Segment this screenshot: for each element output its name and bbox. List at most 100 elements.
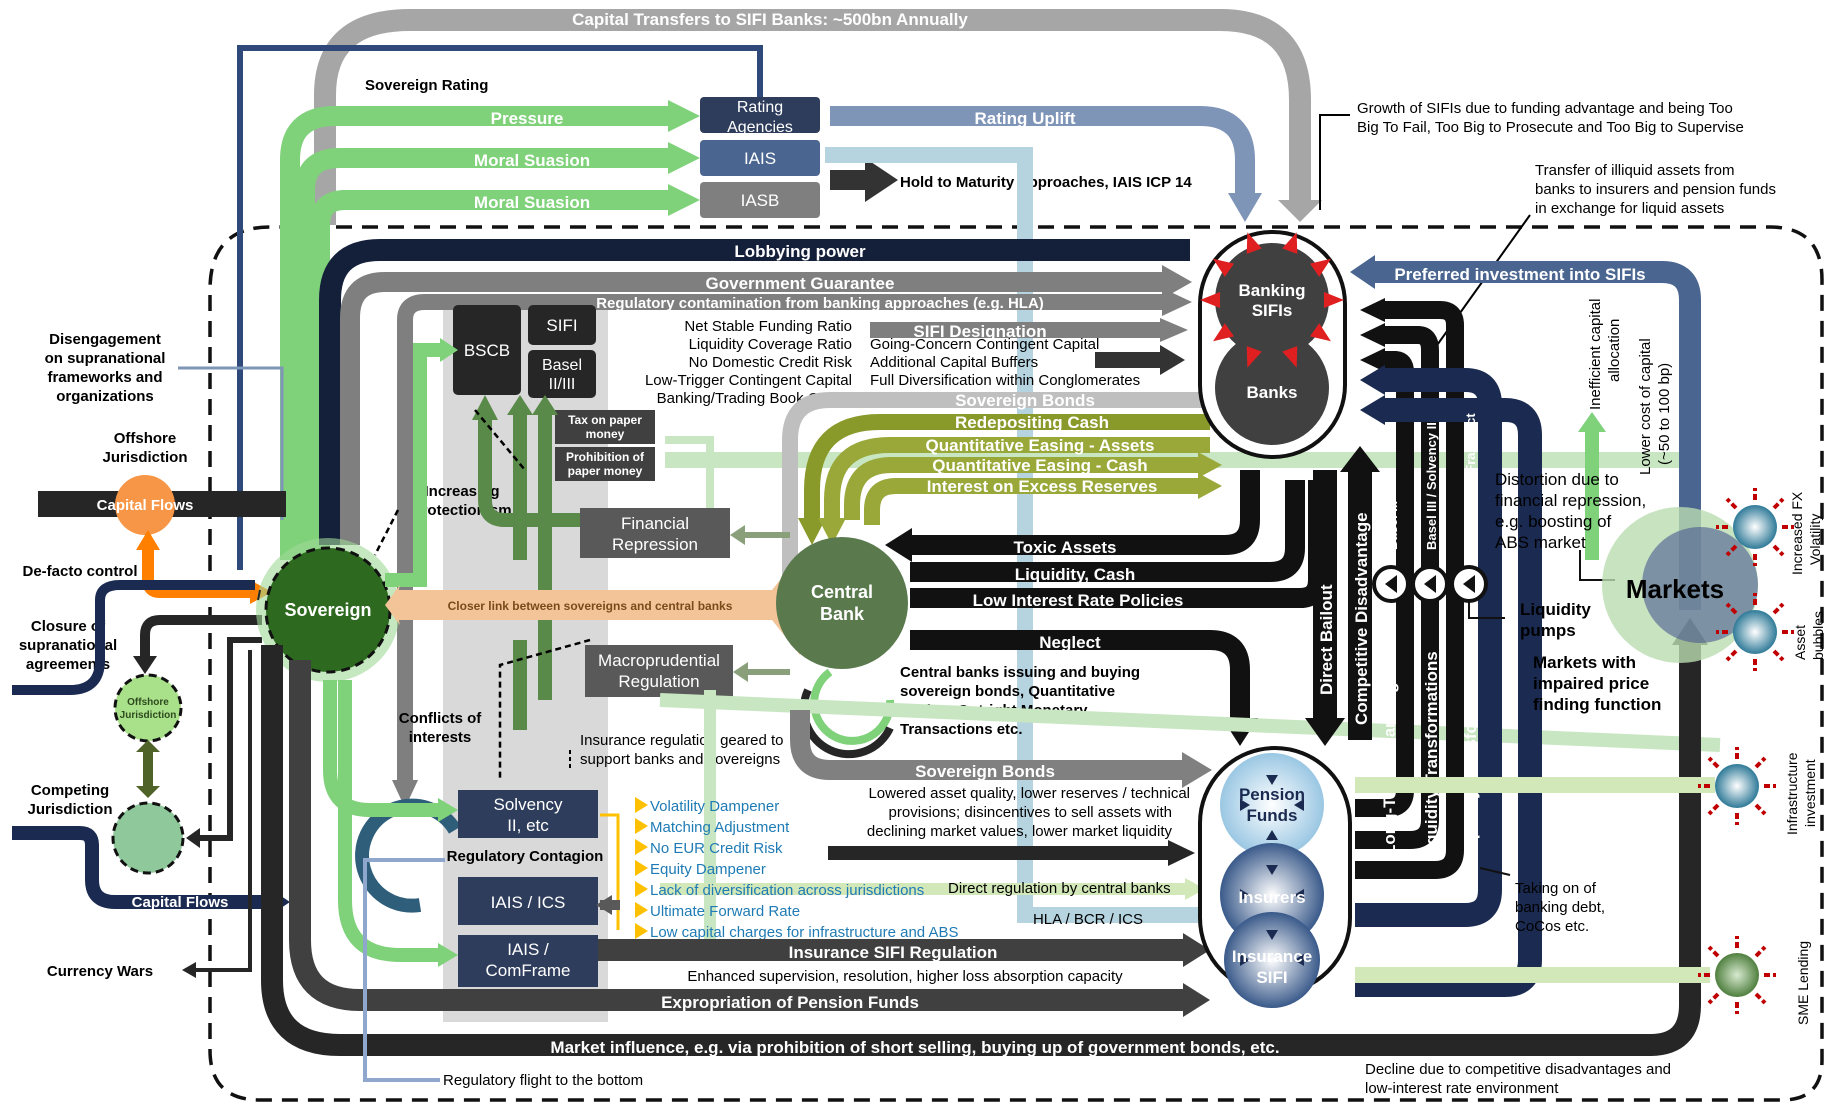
solvency-item-1: Matching Adjustment — [650, 819, 790, 836]
qe-assets-arrow — [818, 437, 1210, 545]
insurance-sifi-regulation-label: Insurance SIFI Regulation — [789, 943, 998, 962]
redepositing-cash-arrow — [798, 414, 1210, 545]
iais-comframe-label: IAIS /ComFrame — [485, 940, 570, 980]
asset-bubbles-burst — [1716, 593, 1794, 671]
capital-flows-bottom-label: Capital Flows — [132, 894, 229, 911]
government-guarantee-label: Government Guarantee — [706, 274, 895, 293]
sovereign-competing-link — [198, 637, 262, 841]
competitive-disadvantage-arrow — [1340, 446, 1380, 740]
national-jurisdiction-boundary — [208, 225, 1824, 1102]
lowered-asset-arrowhead — [1168, 840, 1195, 866]
hold-to-maturity-label: Hold to Maturity Approaches, IAIS ICP 14 — [900, 174, 1192, 191]
direct-regulation-label: Direct regulation by central banks — [948, 880, 1171, 897]
solvency-item-0: Volatility Dampener — [650, 798, 779, 815]
dashed-connector-1 — [474, 409, 526, 471]
banking-sifis-burst — [1200, 232, 1344, 368]
liquidity-pumps-pointer — [1468, 600, 1505, 619]
pension-funds-node — [1220, 753, 1324, 857]
banks-node — [1215, 331, 1329, 445]
central-bank-node — [776, 537, 908, 669]
cb-market-light-line — [659, 693, 1721, 752]
regulatory-contamination-label: Regulatory contamination from banking ap… — [596, 295, 1044, 312]
direct-regulation-arrowhead — [1185, 878, 1205, 900]
sovereign-bscb-arrow — [385, 343, 445, 587]
solvency-item-5: Ultimate Forward Rate — [650, 903, 800, 920]
de-facto-control-label: De-facto control — [22, 563, 137, 580]
closer-link-label: Closer link between sovereigns and centr… — [448, 599, 733, 613]
iais-ics-label: IAIS / ICS — [491, 893, 566, 912]
regulatory-contagion-loop — [355, 798, 462, 913]
competing-jurisdiction-node — [111, 801, 185, 875]
sifi-box — [528, 305, 596, 345]
closure-agreements-arrow — [12, 580, 255, 695]
liquidity-pumps — [1372, 565, 1488, 603]
expropriation-label: Expropriation of Pension Funds — [661, 993, 919, 1012]
liquidity-transformations-label-2: Liquidity Transformations — [1461, 651, 1480, 860]
sme-lending-burst — [1698, 936, 1776, 1014]
taking-on-debt-pointer — [1479, 867, 1511, 876]
sovereign-label: Sovereign — [284, 600, 371, 620]
expropriation-arrowhead — [1183, 983, 1210, 1017]
growth-note: Growth of SIFIs due to funding advantage… — [1357, 100, 1744, 136]
solvency-item-2: No EUR Credit Risk — [650, 840, 783, 857]
preferred-investment-arrow — [1370, 261, 1701, 610]
moral-suasion-arrow-1 — [295, 142, 700, 560]
infrastructure-burst — [1698, 747, 1776, 825]
capital-transfers-arrow — [314, 9, 1322, 225]
insurers-label: Insurers — [1238, 888, 1305, 907]
orange-up-arrowhead — [136, 530, 160, 550]
sovereign-solvency-arrowhead — [438, 798, 458, 822]
jurisdiction-link-down — [136, 786, 160, 798]
financial-repression-box — [580, 508, 730, 558]
iasb-label: IASB — [741, 191, 780, 210]
interest-excess-reserves-arrow — [864, 473, 1222, 525]
regulatory-flight-label: Regulatory flight to the bottom — [443, 1072, 643, 1089]
insurer-inward-arrows — [1240, 775, 1304, 966]
capital-transfers-label: Capital Transfers to SIFI Banks: ~500bn … — [572, 10, 968, 29]
currency-wars-label: Currency Wars — [47, 963, 153, 980]
growth-note-pointer — [1319, 114, 1350, 210]
offshore-jurisdiction-small-node — [113, 673, 183, 743]
solvency-item-3: Equity Dampener — [650, 861, 766, 878]
regulatory-contagion-label: Regulatory Contagion — [447, 848, 604, 865]
pressure-label: Pressure — [491, 109, 564, 128]
qe-cash-arrow — [844, 452, 1222, 520]
market-influence-arrow — [261, 640, 1701, 1056]
ics-link-arrowhead — [596, 895, 612, 915]
lower-cost-capital-label: Lower cost of capital(~50 to 100 bp) — [1637, 338, 1673, 475]
liquidity-transformations-label-1: Liquidity Transformations — [1422, 651, 1441, 860]
interest-excess-reserves-label: Interest on Excess Reserves — [927, 477, 1158, 496]
macroprudential-box — [585, 645, 733, 697]
toxic-assets-label: Toxic Assets — [1014, 538, 1117, 557]
preferred-investment-arrowhead — [1350, 255, 1375, 289]
green-up-arrowhead-3 — [532, 395, 558, 415]
inefficient-capital-arrowhead — [1578, 412, 1606, 432]
rating-uplift-arrow — [830, 106, 1262, 222]
iais-comframe-box — [458, 935, 598, 987]
rating-uplift-label: Rating Uplift — [974, 109, 1075, 128]
iais-top-box — [700, 140, 820, 176]
toxic-assets-arrow — [885, 470, 1260, 562]
sovereign-bonds-bottom-arrow — [790, 710, 1212, 788]
prohibition-paper-money-box — [555, 447, 655, 481]
rating-agencies-box — [700, 97, 820, 133]
market-influence-label: Market influence, e.g. via prohibition o… — [550, 1038, 1279, 1057]
sovereign-bonds-bottom-label: Sovereign Bonds — [915, 762, 1055, 781]
liquidity-cash-label: Liquidity, Cash — [1015, 565, 1136, 584]
redepositing-cash-label: Redepositing Cash — [955, 413, 1109, 432]
sovereign-tick — [257, 589, 261, 601]
iasb-box — [700, 182, 820, 218]
moral-suasion-label-1: Moral Suasion — [474, 151, 590, 170]
regulatory-flight-line — [363, 858, 445, 1082]
